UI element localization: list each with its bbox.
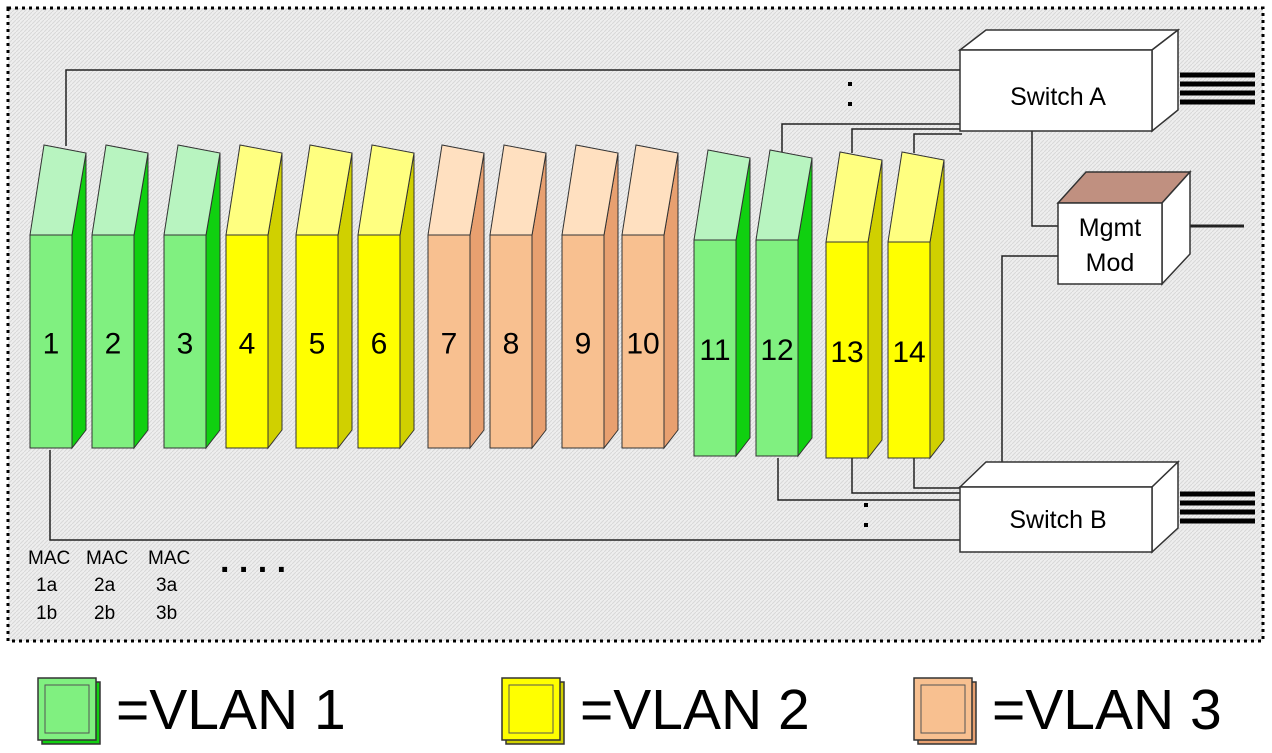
blade-10-front	[621, 234, 665, 449]
blade-13: 13	[825, 151, 883, 460]
switch-a-label: Switch A	[1010, 83, 1106, 111]
blade-4: 4	[225, 144, 283, 450]
blade-1-label: 1	[43, 328, 60, 361]
blade-4-label: 4	[239, 328, 256, 361]
wire-blade12-switch-b	[777, 458, 960, 501]
blade-7-front	[427, 234, 471, 449]
wire-blade13-switch-a	[851, 128, 962, 153]
mac-2-header: MAC	[86, 548, 128, 569]
switch-a-front	[959, 49, 1153, 132]
blade-6-front	[357, 234, 401, 449]
vlan-3-swatch	[913, 677, 977, 745]
blade-14: 14	[887, 151, 945, 460]
blade-3-label: 3	[177, 328, 194, 361]
blade-5-front	[295, 234, 339, 449]
blade-12-label: 12	[760, 334, 793, 367]
switch-a-top	[957, 29, 1181, 51]
blade-9-label: 9	[575, 328, 592, 361]
switch-b-uplinks	[1180, 491, 1255, 524]
blade-7: 7	[427, 144, 485, 450]
blade-5-label: 5	[309, 328, 326, 361]
blade-3: 3	[163, 144, 221, 450]
mgmt-label-line2: Mod	[1086, 249, 1135, 277]
blade-14-label: 14	[892, 336, 925, 369]
blade-10-label: 10	[626, 328, 659, 361]
mgmt-label-line1: Mgmt	[1079, 214, 1142, 242]
blade-9-front	[561, 234, 605, 449]
port-dots	[848, 82, 868, 527]
blade-12: 12	[755, 149, 813, 458]
blade-11-front	[693, 239, 737, 457]
blade-12-front	[755, 239, 799, 457]
switch-b: Switch B	[958, 460, 1180, 554]
blade-7-label: 7	[441, 328, 458, 361]
wire-blade14-switch-b	[913, 458, 960, 489]
mgmt-module: Mgmt Mod	[1056, 170, 1192, 286]
mac-2-b: 2b	[94, 603, 115, 624]
blade-2-front	[91, 234, 135, 449]
blade-6: 6	[357, 144, 415, 450]
vlan-1-swatch	[37, 677, 101, 745]
legend-label-vlan-2: =VLAN 2	[580, 678, 810, 742]
switch-b-front	[959, 486, 1153, 553]
wire-mgmt-switch-b	[1001, 255, 1058, 466]
blade-8-front	[489, 234, 533, 449]
blade-5: 5	[295, 144, 353, 450]
mac-3-a: 3a	[156, 575, 178, 596]
wire-switch-a-mgmt	[1031, 128, 1058, 227]
switch-a: Switch A	[957, 28, 1181, 133]
legend-label-vlan-3: =VLAN 3	[992, 678, 1222, 742]
blade-14-front	[887, 241, 931, 459]
switch-b-label: Switch B	[1009, 506, 1106, 534]
wire-blade1-switch-a	[65, 69, 960, 146]
blade-11: 11	[693, 149, 751, 458]
mac-3-b: 3b	[156, 603, 177, 624]
blade-8: 8	[489, 144, 547, 450]
blade-13-front	[825, 241, 869, 459]
blade-1-front	[29, 234, 73, 449]
switch-b-top	[958, 461, 1180, 488]
mgmt-front	[1057, 202, 1163, 285]
wire-blade14-switch-a	[913, 133, 962, 153]
vlan-2-swatch	[501, 677, 565, 745]
blade-8-label: 8	[503, 328, 520, 361]
blade-10: 10	[621, 144, 679, 450]
legend-label-vlan-1: =VLAN 1	[116, 678, 346, 742]
mac-1-b: 1b	[36, 603, 57, 624]
mac-1-header: MAC	[28, 548, 70, 569]
blade-2: 2	[91, 144, 149, 450]
blade-13-label: 13	[830, 336, 863, 369]
blade-4-front	[225, 234, 269, 449]
mac-ellipsis: . . . .	[220, 542, 286, 580]
switch-a-uplinks	[1180, 72, 1255, 105]
wiring	[49, 69, 1244, 541]
legend: =VLAN 1 =VLAN 2 =VLAN 3	[0, 660, 1272, 753]
wire-blade1-switch-b	[49, 450, 960, 541]
mac-3-header: MAC	[148, 548, 190, 569]
blade-1: 1	[29, 144, 87, 450]
blade-9: 9	[561, 144, 619, 450]
wire-blade12-switch-a	[781, 123, 962, 153]
mac-2-a: 2a	[94, 575, 116, 596]
mac-labels: MAC 1a 1b MAC 2a 2b MAC 3a 3b . . . .	[28, 542, 286, 624]
blade-2-label: 2	[105, 328, 122, 361]
blade-11-label: 11	[699, 334, 730, 367]
blade-6-label: 6	[371, 328, 388, 361]
blade-3-front	[163, 234, 207, 449]
mac-1-a: 1a	[36, 575, 58, 596]
wire-blade13-switch-b	[851, 458, 960, 494]
